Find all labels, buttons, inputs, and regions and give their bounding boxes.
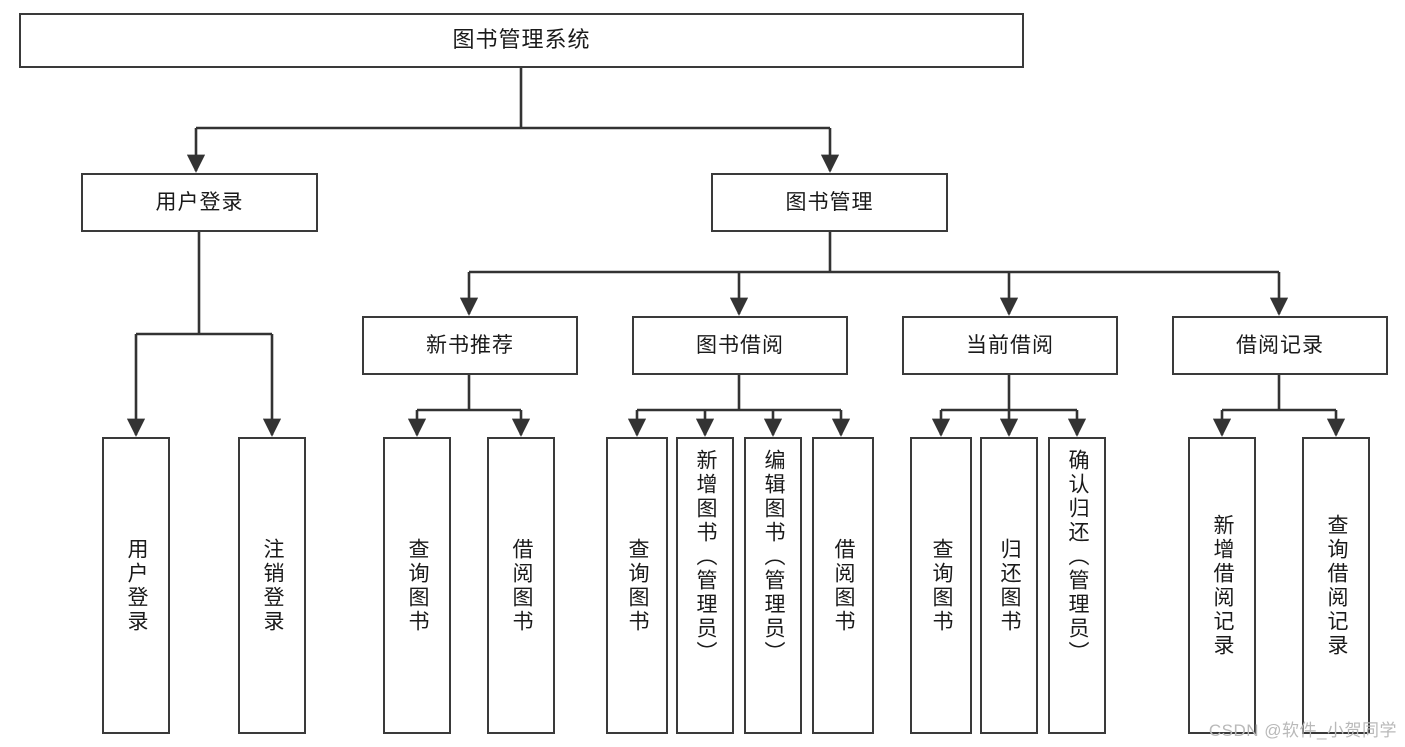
leaf-label: 借阅图书 [510, 537, 534, 634]
leaf-label: 查询图书 [406, 537, 430, 634]
leaf-label: 查询借阅记录 [1325, 513, 1349, 658]
leaf-add-book-admin[interactable]: 新增图书（管理员） [676, 437, 734, 734]
leaf-label: 查询图书 [930, 537, 954, 634]
leaf-label: 编辑图书（管理员） [762, 449, 786, 665]
leaf-edit-book-admin[interactable]: 编辑图书（管理员） [744, 437, 802, 734]
node-borrow-record[interactable]: 借阅记录 [1172, 316, 1388, 375]
node-book-management[interactable]: 图书管理 [711, 173, 948, 232]
leaf-query-book-recommend[interactable]: 查询图书 [383, 437, 451, 734]
leaf-label: 新增借阅记录 [1211, 513, 1235, 658]
leaf-user-login[interactable]: 用户登录 [102, 437, 170, 734]
leaf-borrow-book[interactable]: 借阅图书 [812, 437, 874, 734]
leaf-label: 新增图书（管理员） [694, 449, 718, 665]
leaf-query-borrow-record[interactable]: 查询借阅记录 [1302, 437, 1370, 734]
leaf-label: 用户登录 [125, 537, 149, 634]
leaf-query-book-current[interactable]: 查询图书 [910, 437, 972, 734]
leaf-add-borrow-record[interactable]: 新增借阅记录 [1188, 437, 1256, 734]
node-new-book-recommend[interactable]: 新书推荐 [362, 316, 578, 375]
node-user-login[interactable]: 用户登录 [81, 173, 318, 232]
leaf-label: 归还图书 [998, 537, 1022, 634]
leaf-label: 查询图书 [626, 537, 650, 634]
leaf-label: 确认归还（管理员） [1066, 449, 1090, 665]
node-root-system[interactable]: 图书管理系统 [19, 13, 1024, 68]
leaf-confirm-return-admin[interactable]: 确认归还（管理员） [1048, 437, 1106, 734]
node-current-borrow[interactable]: 当前借阅 [902, 316, 1118, 375]
leaf-label: 注销登录 [261, 537, 285, 634]
leaf-label: 借阅图书 [832, 537, 856, 634]
leaf-return-book[interactable]: 归还图书 [980, 437, 1038, 734]
leaf-query-book-borrow[interactable]: 查询图书 [606, 437, 668, 734]
csdn-watermark: CSDN @软件_小贺同学 [1208, 721, 1397, 740]
node-book-borrow[interactable]: 图书借阅 [632, 316, 848, 375]
leaf-borrow-book-recommend[interactable]: 借阅图书 [487, 437, 555, 734]
leaf-logout[interactable]: 注销登录 [238, 437, 306, 734]
